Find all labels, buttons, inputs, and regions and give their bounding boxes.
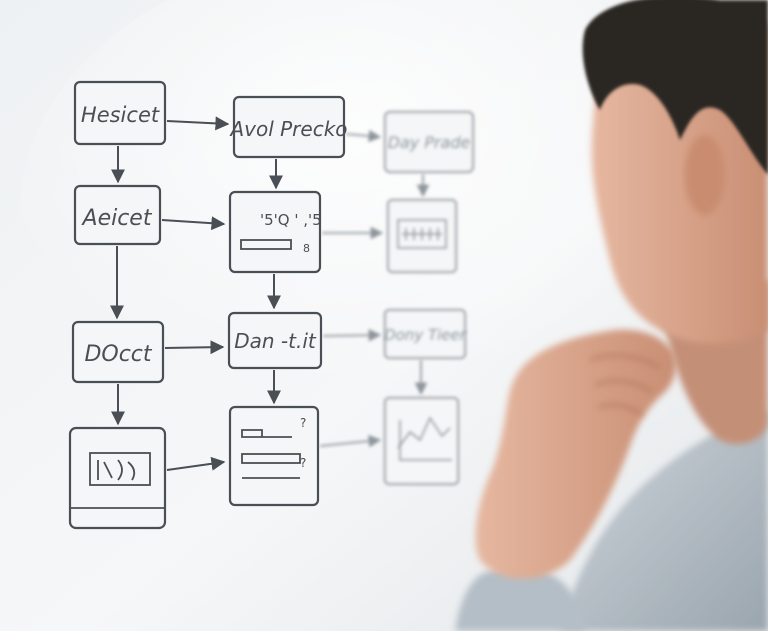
label-r2c2-top: '5'Q ' ,'5	[260, 211, 322, 229]
box-r1c3	[384, 111, 474, 173]
label-r4c2-mark-b: ?	[300, 456, 306, 470]
box-labels: Hesicet Avol Precko Aeicet '5'Q ' ,'5 8 …	[81, 103, 348, 470]
arrows-col1	[110, 146, 125, 426]
label-r1c1: Hesicet	[81, 103, 160, 127]
label-r3c1: DOcct	[84, 342, 152, 367]
box-r1c2	[232, 95, 346, 159]
label-r3c2: Dan -t.it	[234, 329, 317, 353]
flowchart	[68, 80, 346, 530]
box-r2c1	[73, 184, 162, 246]
box-labels-col3: Day Prade Dony Tieer	[384, 133, 470, 344]
box-r2c2	[228, 190, 322, 274]
box-r4c2	[228, 405, 320, 507]
sketch-bars-r4c2-a	[241, 429, 292, 438]
sketch-bar-r4c2-b	[241, 453, 301, 464]
arrows-row-1to2	[161, 116, 230, 471]
sketch-linechart-r4c3	[397, 416, 451, 449]
arrows-col2	[267, 159, 283, 405]
box-r4c3	[384, 397, 459, 485]
label-r3c3: Dony Tieer	[384, 326, 467, 344]
label-r1c3: Day Prade	[388, 133, 471, 152]
person-hair	[582, 0, 768, 175]
box-r3c1	[71, 320, 165, 384]
label-r4c2-mark-a: ?	[300, 416, 306, 430]
label-r2c2-side: 8	[303, 242, 310, 255]
box-sketches-col3	[397, 219, 452, 461]
flowchart-column-3	[384, 111, 474, 485]
person-shoulder	[560, 410, 768, 631]
person-fingers	[589, 354, 661, 417]
label-r2c1: Aeicet	[81, 206, 153, 231]
sketch-frame-r4c1	[89, 452, 151, 486]
person-sleeve	[455, 566, 585, 631]
person	[455, 0, 768, 631]
sketch-axes-r4c3	[399, 420, 452, 461]
box-r1c1	[73, 80, 167, 146]
arrows-row-2to3	[319, 129, 430, 448]
box-r3c2	[227, 311, 323, 370]
person-ear	[685, 135, 725, 215]
sketch-grid-r2c3	[397, 219, 447, 249]
box-r3c3	[384, 309, 466, 359]
sketch-scribble-r4c1	[97, 459, 136, 481]
label-r1c2: Avol Precko	[228, 117, 347, 141]
box-sketches	[70, 239, 301, 509]
person-hand	[475, 329, 677, 579]
sketch-grid-lines-r2c3	[402, 228, 442, 240]
sketch-bar-r2c2	[240, 239, 292, 250]
